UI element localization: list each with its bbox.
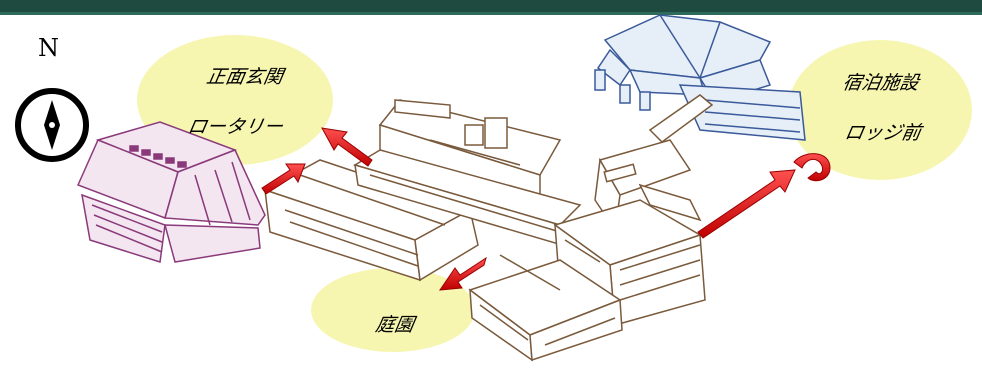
lodging-bubble: [788, 40, 972, 180]
front-entrance-label-line1: 正面玄関: [204, 66, 285, 88]
arrow-to-garden: [438, 256, 487, 291]
front-entrance-label-line2: ロータリー: [185, 116, 285, 138]
garden-label: 庭園: [373, 314, 416, 336]
arrow-to-front-entrance: [261, 127, 373, 195]
arrow-to-lodging: [697, 153, 831, 239]
west-building: [76, 121, 266, 263]
north-label: N: [38, 34, 59, 62]
lodging-label-line2: ロッジ前: [842, 122, 923, 144]
lodge-building: [594, 14, 806, 141]
garden-bubble: [311, 268, 475, 352]
compass-icon: [15, 88, 89, 162]
main-building-complex: [263, 94, 714, 362]
header-bar: [0, 0, 982, 15]
lodging-label-line1: 宿泊施設: [840, 72, 921, 94]
